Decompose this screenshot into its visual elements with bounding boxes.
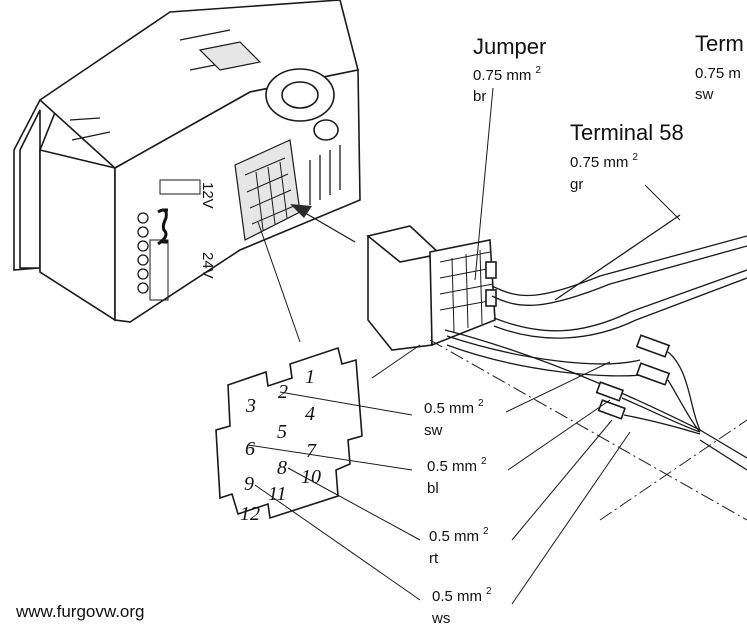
terminal-top-title: Term xyxy=(695,31,744,56)
voltage-24v-label: 24V xyxy=(199,252,216,279)
jumper-title: Jumper xyxy=(473,34,546,59)
connector-plug xyxy=(366,225,497,351)
jumper-color: br xyxy=(473,88,486,105)
pin-1: 1 xyxy=(305,366,315,388)
terminal-top-spec: 0.75 m xyxy=(695,65,741,82)
pin-12: 12 xyxy=(240,503,260,525)
pin-2: 2 xyxy=(278,381,288,403)
insertion-arrow xyxy=(299,209,356,243)
terminal-top-color: sw xyxy=(695,86,714,103)
arrow-head-icon xyxy=(290,204,312,218)
pin-6: 6 xyxy=(245,438,255,460)
pin-5: 5 xyxy=(277,421,287,443)
pin-7: 7 xyxy=(306,440,317,462)
terminal58-color: gr xyxy=(570,176,583,193)
pin-11: 11 xyxy=(268,483,287,505)
selector-switch-icon xyxy=(157,208,168,246)
wire-ws-color: ws xyxy=(431,610,450,627)
pin-8: 8 xyxy=(277,457,287,479)
pin-layout-diagram: 1 2 3 4 5 6 7 8 9 10 11 12 xyxy=(215,346,363,525)
terminal58-title: Terminal 58 xyxy=(570,120,684,145)
voltage-12v-label: 12V xyxy=(199,182,216,209)
pin-4: 4 xyxy=(305,403,315,425)
pin-3: 3 xyxy=(245,395,256,417)
wire-bl-color: bl xyxy=(427,480,439,497)
callout-leaders xyxy=(247,87,681,605)
connector-leader-line xyxy=(371,344,421,379)
pin-10: 10 xyxy=(301,466,321,488)
pin-9: 9 xyxy=(244,473,254,495)
wire-sw-color: sw xyxy=(424,422,443,439)
label-terminal-top: Term 0.75 m sw xyxy=(695,31,744,103)
wire-rt-color: rt xyxy=(429,550,439,567)
instrument-unit: 12V 24V xyxy=(13,0,361,323)
socket-leader-line xyxy=(257,221,301,343)
site-watermark: www.furgovw.org xyxy=(15,602,145,621)
cable-harness xyxy=(429,214,747,521)
